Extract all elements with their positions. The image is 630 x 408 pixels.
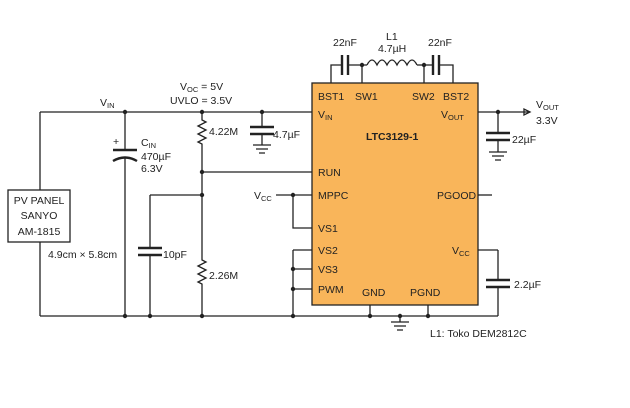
junction (425, 313, 431, 319)
vout-arrow (523, 107, 532, 117)
ground-symbol (391, 316, 409, 331)
vcc-cap-value: 2.2µF (514, 279, 541, 291)
junction (199, 192, 205, 198)
vin-cap-value: 4.7µF (273, 129, 300, 141)
vin-label: VIN (100, 97, 115, 110)
cin-voltage: 6.3V (141, 163, 163, 175)
junction (290, 266, 296, 272)
junction (290, 313, 296, 319)
pv-panel (7, 189, 71, 243)
cin-value: 470µF (141, 151, 171, 163)
pv-line1: PV PANEL (14, 195, 65, 207)
pv-line2: SANYO (21, 210, 58, 222)
pin-run: RUN (318, 167, 341, 179)
pin-vs2: VS2 (318, 245, 338, 257)
pin-bst1: BST1 (318, 91, 344, 103)
resistor-bottom (196, 172, 208, 316)
pin-vs3: VS3 (318, 264, 338, 276)
junction (367, 313, 373, 319)
junction (359, 62, 365, 68)
ff-cap-value: 10pF (163, 249, 187, 261)
pv-line3: AM-1815 (18, 226, 61, 238)
pin-pgnd: PGND (410, 287, 441, 299)
inductor-name: L1 (386, 31, 398, 43)
inductor-note: L1: Toko DEM2812C (430, 328, 527, 340)
inductor-l1 (366, 59, 418, 67)
vcc-capacitor (486, 250, 510, 316)
pin-pwm: PWM (318, 284, 344, 296)
pin-gnd: GND (362, 287, 386, 299)
junction (147, 313, 153, 319)
pin-sw2: SW2 (412, 91, 435, 103)
pin-bst2: BST2 (443, 91, 469, 103)
junction (122, 313, 128, 319)
bst1-capacitor (330, 55, 367, 83)
vcc-left-label: VCC (254, 190, 272, 203)
vs1-wire (292, 195, 312, 229)
bst1-cap-value: 22nF (333, 37, 357, 49)
junction (199, 313, 205, 319)
pin-sw1: SW1 (355, 91, 378, 103)
pin-mppc: MPPC (318, 190, 349, 202)
junction (290, 286, 296, 292)
cin-capacitor (112, 112, 138, 316)
ff-capacitor (138, 195, 162, 316)
pin-pgood: PGOOD (437, 190, 477, 202)
bst2-cap-value: 22nF (428, 37, 452, 49)
vin-capacitor (250, 112, 274, 154)
pin-vout: VOUT (441, 109, 464, 122)
vout-capacitor (486, 112, 510, 161)
pin-vs1: VS1 (318, 223, 338, 235)
vout-value: 3.3V (536, 115, 558, 127)
resistor-top (196, 112, 208, 172)
cin-label: CIN (141, 137, 156, 150)
junction (421, 62, 427, 68)
ic-body (311, 82, 479, 306)
vout-cap-value: 22µF (512, 134, 536, 146)
voc-label: VOC = 5V (180, 81, 223, 94)
cin-polarity: + (113, 136, 119, 148)
uvlo-label: UVLO = 3.5V (170, 95, 232, 107)
junction (290, 192, 296, 198)
ic-name: LTC3129-1 (366, 131, 418, 143)
vout-label: VOUT (536, 99, 559, 112)
pin-vin: VIN (318, 109, 333, 122)
pv-size: 4.9cm × 5.8cm (48, 249, 117, 261)
inductor-value: 4.7µH (378, 43, 406, 55)
pin-vcc: VCC (452, 245, 470, 258)
vs-wires (293, 249, 312, 290)
resistor-bottom-value: 2.26M (209, 270, 238, 282)
resistor-top-value: 4.22M (209, 126, 238, 138)
bst2-capacitor (417, 55, 454, 83)
